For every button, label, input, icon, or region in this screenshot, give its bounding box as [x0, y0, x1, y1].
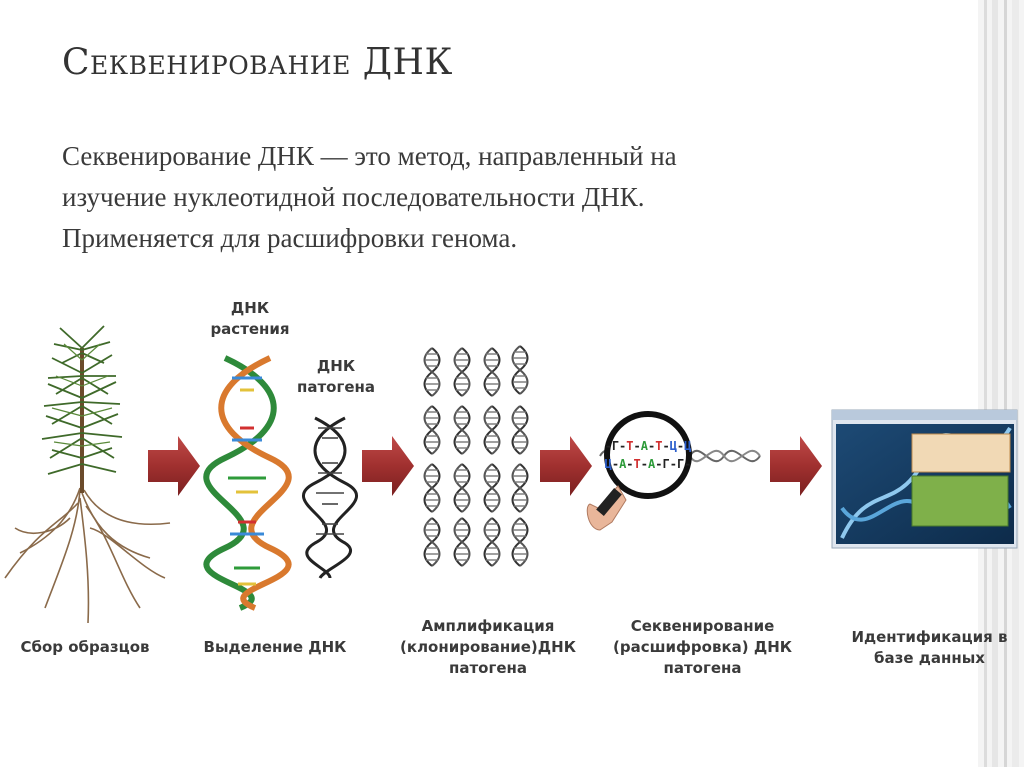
step-label-sequencing: Секвенирование (расшифровка) ДНК патоген…	[612, 617, 793, 677]
database-screen-image	[831, 409, 1018, 549]
plant-dna-label: ДНК растения	[210, 299, 290, 338]
plant-dna-helix-image	[203, 355, 292, 611]
sequence-bottom: Ц-А-Т-А-Г-Г-	[605, 457, 692, 471]
body-line: Применяется для расшифровки генома.	[62, 223, 518, 253]
step-label-amplification: Амплификация (клонирование)ДНК патогена	[400, 617, 576, 677]
pathogen-dna-label: ДНК патогена	[297, 357, 375, 396]
step-label-identification: Идентификация в базе данных	[851, 628, 1008, 667]
body-line: изучение нуклеотидной последовательности…	[62, 182, 645, 212]
sequence-top: -Г-Т-А-Т-Ц-Ц	[605, 439, 692, 453]
sequencing-process-diagram: -Г-Т-А-Т-Ц-Ц Ц-А-Т-А-Г-Г- ДНК растения Д…	[0, 278, 1024, 708]
step-label-dna-extraction: Выделение ДНК	[203, 638, 347, 656]
body-line: Секвенирование ДНК — это метод, направле…	[62, 141, 677, 171]
amplified-dna-grid-image	[423, 345, 529, 567]
pathogen-dna-helix-image	[301, 416, 359, 579]
slide-body-text: Секвенирование ДНК — это метод, направле…	[62, 136, 912, 259]
slide-title: Секвенирование ДНК	[62, 42, 453, 83]
pine-seedling-image	[4, 325, 171, 624]
decorative-edge-stripes	[978, 0, 1024, 767]
process-arrows	[148, 436, 822, 496]
step-label-sample-collection: Сбор образцов	[20, 638, 150, 656]
magnifier-sequence-image	[586, 411, 761, 531]
